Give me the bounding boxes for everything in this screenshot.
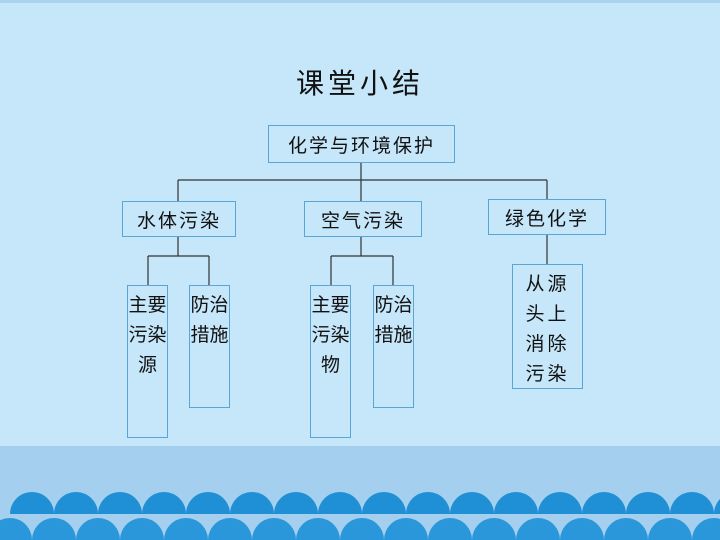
leaf-main-pollutants: 主要污染物 <box>310 285 351 438</box>
branch-node-green-chemistry: 绿色化学 <box>488 199 606 235</box>
leaf-air-prevention-measures: 防治措施 <box>373 285 414 408</box>
slide-title: 课堂小结 <box>295 67 424 100</box>
top-border-line <box>0 0 720 3</box>
leaf-main-pollution-sources: 主要污染源 <box>127 285 168 438</box>
root-node: 化学与环境保护 <box>268 125 455 163</box>
leaf-water-prevention-measures: 防治措施 <box>189 285 230 408</box>
branch-node-water-pollution: 水体污染 <box>122 201 236 237</box>
branch-node-air-pollution: 空气污染 <box>304 201 422 237</box>
footer-wave-decoration <box>0 492 720 540</box>
leaf-eliminate-at-source: 从源头上消除污染 <box>512 264 583 389</box>
